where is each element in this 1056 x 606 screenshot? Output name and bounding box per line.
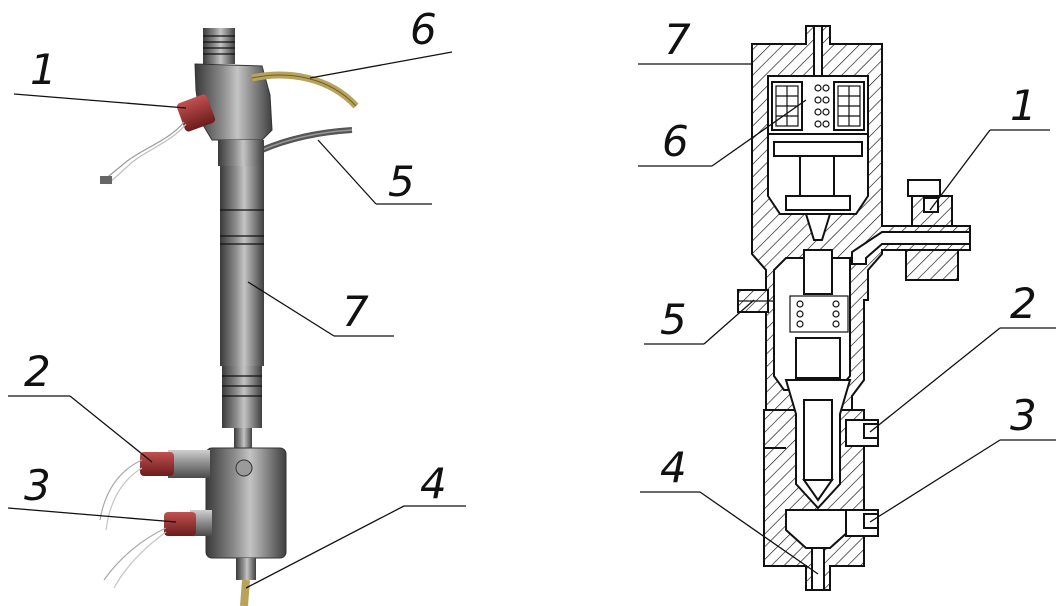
sensor-1-body <box>176 94 216 132</box>
sensor-2-body <box>140 452 174 476</box>
sensor-1-base <box>905 249 959 281</box>
sensor-3-body <box>164 512 196 536</box>
piston <box>795 337 841 379</box>
plunger <box>803 249 833 295</box>
drawing-label-3: 3 <box>1010 391 1037 440</box>
coil-windings-left <box>775 85 799 127</box>
photo-label-5: 5 <box>388 157 415 206</box>
sensor-1-wires <box>103 121 185 181</box>
drawing-label-1: 1 <box>1010 81 1037 130</box>
needle-tip <box>802 479 834 502</box>
nozzle-tip <box>234 428 252 448</box>
outlet-bore <box>811 547 825 591</box>
coil-windings-right <box>837 85 861 127</box>
inlet-threads <box>203 35 235 55</box>
outlet-hose <box>240 579 250 606</box>
photo-label-3: 3 <box>24 461 51 510</box>
sensor-1-body <box>911 195 953 227</box>
injector-lower-body <box>222 366 262 428</box>
sensor-3-wires <box>103 527 167 581</box>
drawing-label-2: 2 <box>1010 279 1037 328</box>
photo-label-1: 1 <box>30 45 57 94</box>
inlet-fitting <box>203 28 235 64</box>
drawing-label-5: 5 <box>660 295 687 344</box>
top-bore <box>813 25 823 77</box>
drawing-label-7: 7 <box>664 15 691 64</box>
valve-plate <box>785 195 851 211</box>
injector-body <box>220 166 264 366</box>
block-screw <box>235 459 253 477</box>
photo-label-2: 2 <box>24 347 51 396</box>
sensor-cable <box>260 127 353 153</box>
injector-section-drawing: 7 6 1 5 2 3 4 <box>638 15 1056 591</box>
drawing-label-4: 4 <box>660 443 687 492</box>
solenoid-spring <box>814 84 830 128</box>
injector-collar <box>218 140 264 166</box>
high-pressure-channel <box>851 231 971 265</box>
armature-stem <box>799 155 835 197</box>
plunger-spring <box>789 295 849 333</box>
sensor-1-nut <box>907 179 941 197</box>
photo-label-4: 4 <box>420 459 447 508</box>
injector-photo: 1 6 5 7 2 3 4 <box>7 5 466 606</box>
armature-plate <box>773 141 863 157</box>
valve-throat <box>804 213 832 241</box>
needle <box>803 399 833 481</box>
photo-label-7: 7 <box>342 287 369 336</box>
drawing-label-6: 6 <box>662 117 689 166</box>
outlet-fitting <box>236 558 256 580</box>
photo-label-6: 6 <box>410 5 437 54</box>
sensor-2-wires <box>99 459 143 521</box>
